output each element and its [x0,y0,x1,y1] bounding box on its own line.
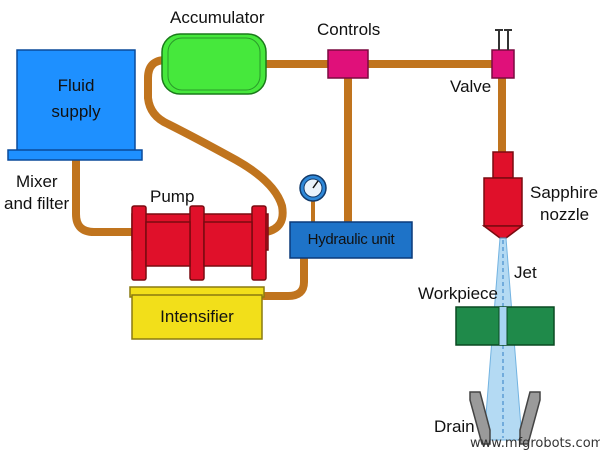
label-sapphire-2: nozzle [540,205,590,224]
label-mixer-2: and filter [4,194,70,213]
sapphire-nozzle [481,151,525,239]
label-valve: Valve [450,77,492,96]
pipe-hydraulic-to-intensifier [260,250,308,300]
label-controls: Controls [317,20,381,39]
label-drain: Drain [434,417,475,436]
drain [469,391,541,445]
label-accumulator: Accumulator [170,8,265,27]
label-sapphire-1: Sapphire [530,183,599,202]
workpiece [455,306,555,346]
intensifier-box [129,286,265,340]
hydraulic-unit-box [289,221,413,259]
watermark: www.mfgrobots.com [470,436,600,451]
pump [131,205,269,281]
pipe-supply-to-pump [72,156,136,236]
controls-box [327,49,369,79]
label-fluid-supply-1: Fluid [57,76,95,95]
pressure-gauge-icon [299,174,327,202]
fluid-supply-tank [7,49,143,161]
valve [491,29,515,79]
label-pump: Pump [150,187,195,206]
pipe-pump-to-accumulator [144,56,287,236]
label-hydraulic-unit: Hydraulic unit [307,231,395,248]
pipes [72,56,506,300]
label-workpiece: Workpiece [418,284,498,303]
accumulator [161,33,267,95]
label-mixer-1: Mixer [16,172,58,191]
label-jet: Jet [514,263,537,282]
label-intensifier: Intensifier [160,307,234,326]
label-fluid-supply-2: supply [51,102,101,121]
